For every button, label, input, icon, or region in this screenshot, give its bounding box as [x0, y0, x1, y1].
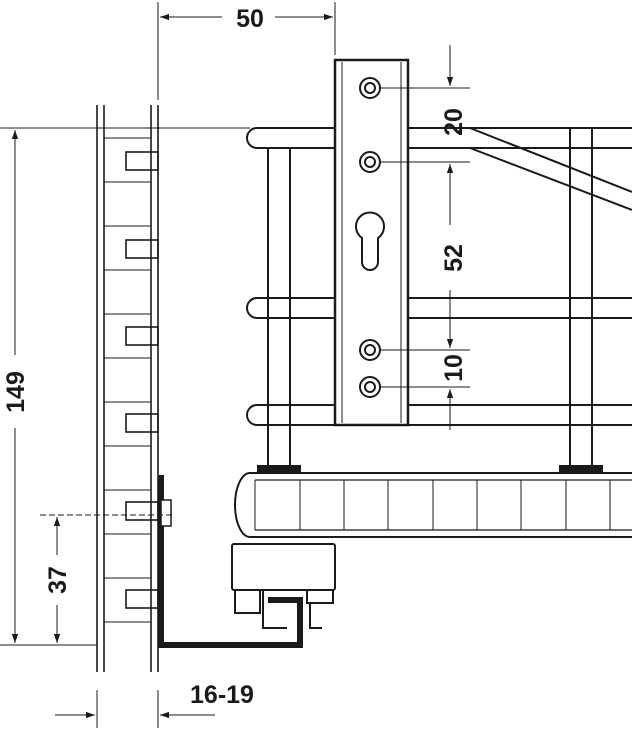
cabinet-side-panel	[96, 105, 159, 672]
lock-plate	[333, 58, 410, 427]
basket-rails	[246, 127, 632, 473]
dim-width-top: 50	[236, 5, 264, 33]
dim-total-height: 149	[2, 371, 30, 413]
dimension-lines	[0, 2, 470, 728]
dim-screw-spacing-top: 20	[440, 108, 468, 136]
dim-screw-spacing-bottom: 10	[440, 354, 468, 382]
dim-screw-spacing-middle: 52	[440, 244, 468, 272]
dim-panel-thickness: 16-19	[190, 681, 254, 709]
mounting-bracket	[40, 475, 303, 648]
runner	[231, 543, 336, 629]
keyhole-icon	[355, 211, 385, 271]
dim-bracket-height: 37	[44, 566, 72, 594]
basket-bottom	[234, 472, 632, 538]
